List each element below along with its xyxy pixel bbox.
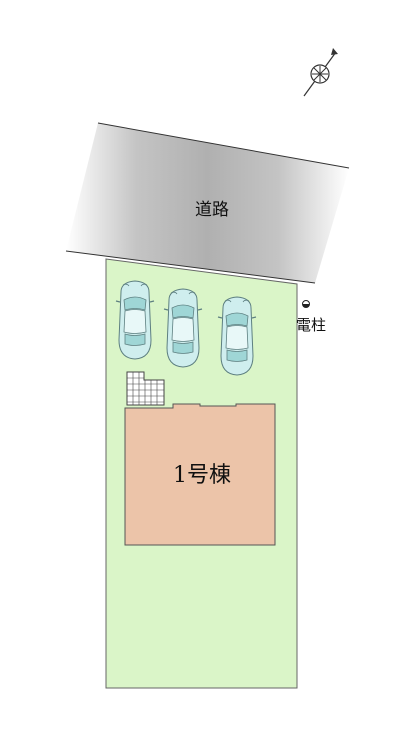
building-label: 1号棟 (173, 463, 231, 488)
car-icon (217, 296, 257, 376)
road-edge-bottom (65, 250, 316, 284)
pole-label: 電柱 (296, 316, 326, 334)
car-icon (163, 288, 203, 368)
compass-icon (303, 48, 338, 97)
road-label: 道路 (195, 200, 229, 220)
utility-pole-icon (302, 300, 310, 308)
parking-space-2 (163, 288, 203, 368)
parking-space-3 (217, 296, 257, 376)
building-1 (124, 403, 276, 546)
car-icon (115, 280, 155, 360)
parking-space-1 (115, 280, 155, 360)
road (66, 123, 349, 283)
road-edge-top (97, 122, 350, 169)
terrace-deck (126, 371, 165, 406)
